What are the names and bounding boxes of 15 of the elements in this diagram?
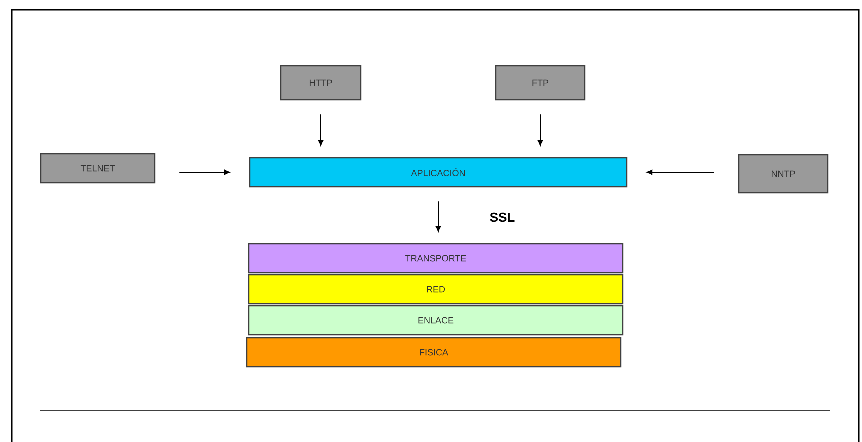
layer-box: FISICA <box>246 337 622 368</box>
layer-box: TRANSPORTE <box>248 243 624 274</box>
protocol-box: FTP <box>495 65 586 101</box>
arrow <box>318 114 324 146</box>
arrow <box>436 201 442 232</box>
protocol-box: TELNET <box>40 153 156 184</box>
arrow <box>179 170 230 176</box>
protocol-box: HTTP <box>280 65 362 101</box>
arrow <box>538 114 544 146</box>
arrow <box>646 170 715 176</box>
layer-box: ENLACE <box>248 305 624 336</box>
edge-label: SSL <box>490 212 515 222</box>
layer-box: RED <box>248 274 624 305</box>
layer-box: APLICACIÓN <box>249 157 628 188</box>
protocol-box: NNTP <box>738 154 829 194</box>
